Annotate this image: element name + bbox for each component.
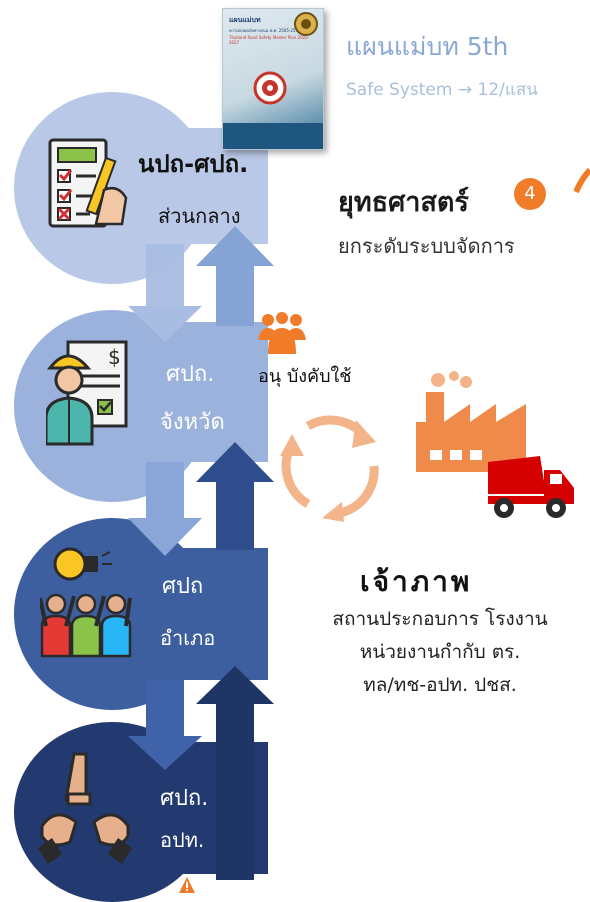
owner-title: เจ้าภาพ [360, 565, 473, 598]
cycle-arrows-icon [280, 415, 379, 522]
level-4-title: ศปถ. [160, 786, 209, 811]
level-4-subtitle: อปท. [160, 828, 205, 852]
owner-line-2: หน่วยงานกำกับ ตร. [359, 641, 521, 663]
plan-subtitle: Safe System → 12/แสน [346, 80, 538, 100]
hands-together-icon [38, 752, 132, 864]
level-1-subtitle: ส่วนกลาง [158, 204, 241, 228]
level-3-subtitle: อำเภอ [160, 626, 216, 650]
subcommittee-label: อนุ บังคับใช้ [258, 366, 352, 387]
strategy-number-badge: 4 [514, 178, 546, 210]
level-3-title: ศปถ [162, 574, 204, 599]
factory-icon [416, 371, 526, 472]
level-3-circle [14, 518, 210, 710]
plan-cover-english: Thailand Road Safety Master Plan 2022-20… [229, 35, 310, 45]
warning-icon [179, 877, 195, 893]
level-1-title: นปถ-ศปถ. [138, 150, 249, 178]
plan-cover-bottom [223, 123, 323, 149]
plan-cover-image: แผนแม่บท ความปลอดภัยทางถนน พ.ศ. 2565-257… [222, 8, 324, 150]
down-arrow-3-4 [128, 680, 202, 770]
plan-cover-title: แผนแม่บท [229, 16, 261, 24]
people-group-icon [258, 312, 306, 354]
seal-icon [294, 12, 318, 36]
down-arrow-1-2 [128, 244, 202, 342]
svg-text:$: $ [108, 345, 121, 369]
owner-line-3: ทล/ทช-อปท. ปชส. [363, 674, 517, 696]
level-2-title: ศปถ. [166, 362, 215, 387]
plan-cover-subtitle: ความปลอดภัยทางถนน พ.ศ. 2565-2570 [229, 28, 301, 33]
up-arrow-2-1 [196, 226, 274, 326]
level-2-subtitle: จังหวัด [160, 410, 225, 435]
owner-line-1: สถานประกอบการ โรงงาน [332, 608, 548, 630]
plan-title: แผนแม่บท 5th [346, 32, 509, 61]
dump-truck-icon [488, 456, 574, 518]
target-icon [253, 71, 287, 105]
strategy-description: ยกระดับระบบจัดการ [338, 234, 515, 258]
strategy-label: ยุทธศาสตร์ [338, 187, 469, 218]
up-arrow-4-3 [196, 666, 274, 880]
down-arrow-2-3 [128, 462, 202, 556]
engineer-icon: $ [46, 340, 128, 446]
checklist-icon [48, 138, 128, 228]
up-arrow-3-2 [196, 442, 274, 550]
orange-accent-icon [574, 168, 590, 194]
team-idea-icon [40, 547, 132, 658]
